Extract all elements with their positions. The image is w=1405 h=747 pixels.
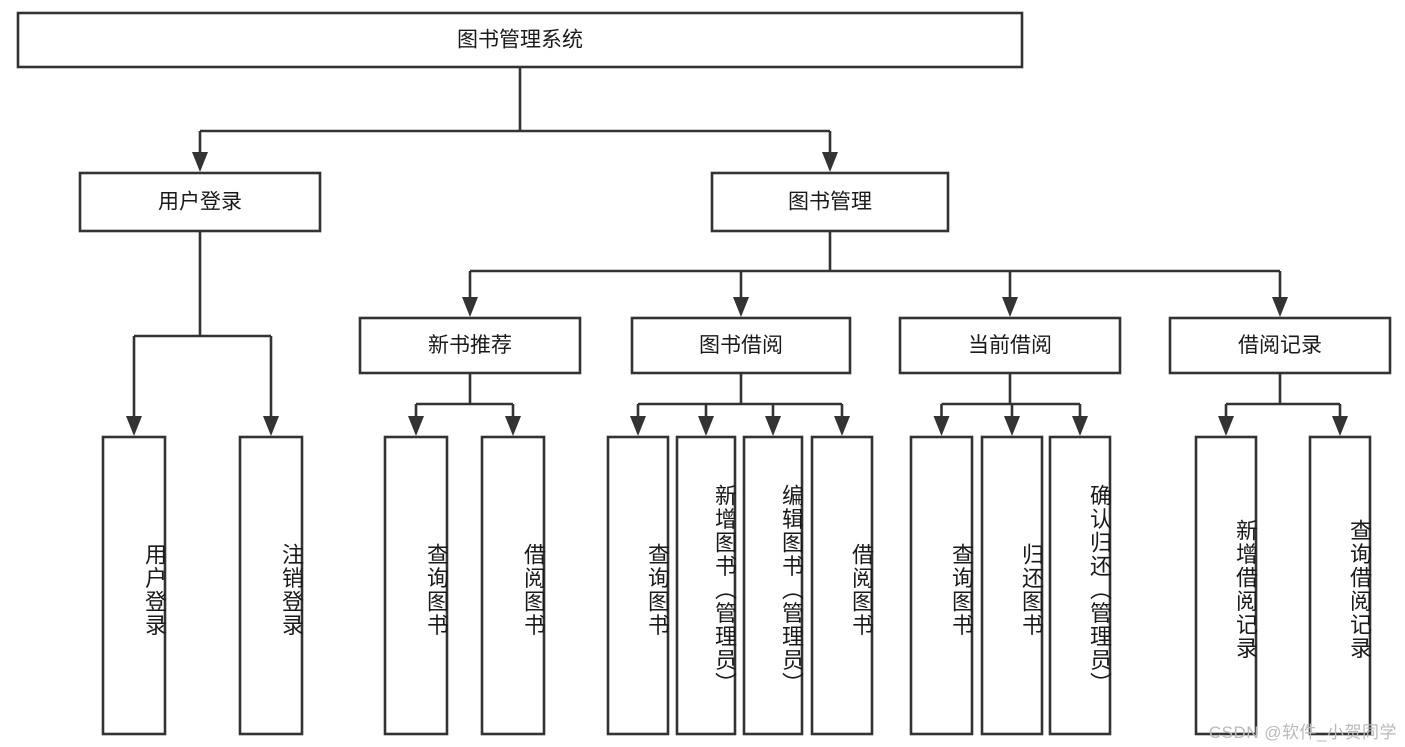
arrow-head-icon <box>834 416 850 436</box>
node-leaf-borrow-book-1[interactable] <box>480 435 546 736</box>
node-leaf-query-book-1[interactable] <box>383 435 449 736</box>
node-book-manage[interactable]: 图书管理 <box>710 171 950 233</box>
arrow-head-icon <box>126 416 142 436</box>
node-new-book-recommend-rect[interactable] <box>358 316 582 375</box>
node-leaf-borrow-book-2[interactable] <box>810 435 874 736</box>
node-leaf-add-record-rect[interactable] <box>1194 435 1258 736</box>
node-new-book-recommend[interactable]: 新书推荐 <box>358 316 582 375</box>
node-leaf-query-record-rect[interactable] <box>1308 435 1372 736</box>
node-borrow-record[interactable]: 借阅记录 <box>1168 316 1392 375</box>
node-leaf-borrow-book-2-rect[interactable] <box>810 435 874 736</box>
node-book-manage-rect[interactable] <box>710 171 950 233</box>
arrow-head-icon <box>1332 416 1348 436</box>
node-user-login-rect[interactable] <box>78 171 322 233</box>
arrow-head-icon <box>733 297 749 317</box>
node-leaf-query-book-2-rect[interactable] <box>606 435 670 736</box>
node-current-borrow-label: 当前借阅 <box>968 334 1052 357</box>
node-leaf-query-record[interactable] <box>1308 435 1372 736</box>
node-book-manage-label: 图书管理 <box>788 191 872 214</box>
connectors-layer <box>126 67 1348 436</box>
node-leaf-confirm-return-rect[interactable] <box>1048 435 1112 736</box>
node-current-borrow[interactable]: 当前借阅 <box>898 316 1122 375</box>
arrow-head-icon <box>1072 416 1088 436</box>
arrow-head-icon <box>1004 416 1020 436</box>
node-user-login-label: 用户登录 <box>158 191 242 214</box>
arrow-head-icon <box>192 152 208 172</box>
node-leaf-user-login[interactable] <box>101 435 167 736</box>
arrow-head-icon <box>933 416 950 436</box>
arrow-head-icon <box>1272 297 1288 317</box>
node-leaf-edit-book-admin-rect[interactable] <box>742 435 804 736</box>
node-leaf-user-login-rect[interactable] <box>101 435 167 736</box>
node-leaf-query-book-1-rect[interactable] <box>383 435 449 736</box>
node-leaf-logout-login[interactable] <box>238 435 304 736</box>
node-new-book-recommend-label: 新书推荐 <box>428 334 512 357</box>
arrow-head-icon <box>822 152 838 172</box>
node-leaf-add-record[interactable] <box>1194 435 1258 736</box>
arrow-head-icon <box>765 416 781 436</box>
node-user-login[interactable]: 用户登录 <box>78 171 322 233</box>
node-borrow-record-label: 借阅记录 <box>1238 334 1322 357</box>
node-leaf-query-book-3[interactable] <box>909 435 974 736</box>
node-leaf-borrow-book-1-rect[interactable] <box>480 435 546 736</box>
node-root[interactable]: 图书管理系统 <box>16 11 1024 69</box>
node-book-borrow-rect[interactable] <box>630 316 852 375</box>
watermark-text: CSDN @软件_小贺同学 <box>1208 723 1397 742</box>
node-leaf-add-book-admin-rect[interactable] <box>675 435 737 736</box>
node-leaf-return-book-rect[interactable] <box>980 435 1044 736</box>
node-leaf-return-book[interactable] <box>980 435 1044 736</box>
node-root-label: 图书管理系统 <box>457 29 583 52</box>
arrow-head-icon <box>1002 297 1018 317</box>
arrow-head-icon <box>408 416 424 436</box>
node-current-borrow-rect[interactable] <box>898 316 1122 375</box>
arrow-head-icon <box>1218 416 1234 436</box>
node-leaf-query-book-3-rect[interactable] <box>909 435 974 736</box>
node-borrow-record-rect[interactable] <box>1168 316 1392 375</box>
node-book-borrow[interactable]: 图书借阅 <box>630 316 852 375</box>
arrow-head-icon <box>263 416 279 436</box>
arrow-head-icon <box>505 416 521 436</box>
node-root-rect[interactable] <box>16 11 1024 69</box>
arrow-head-icon <box>462 297 478 317</box>
node-book-borrow-label: 图书借阅 <box>699 334 783 357</box>
arrow-head-icon <box>698 416 714 436</box>
node-leaf-logout-login-rect[interactable] <box>238 435 304 736</box>
node-leaf-add-book-admin[interactable] <box>675 435 737 736</box>
node-leaf-edit-book-admin[interactable] <box>742 435 804 736</box>
arrow-head-icon <box>630 416 646 436</box>
node-leaf-confirm-return[interactable] <box>1048 435 1112 736</box>
node-leaf-query-book-2[interactable] <box>606 435 670 736</box>
